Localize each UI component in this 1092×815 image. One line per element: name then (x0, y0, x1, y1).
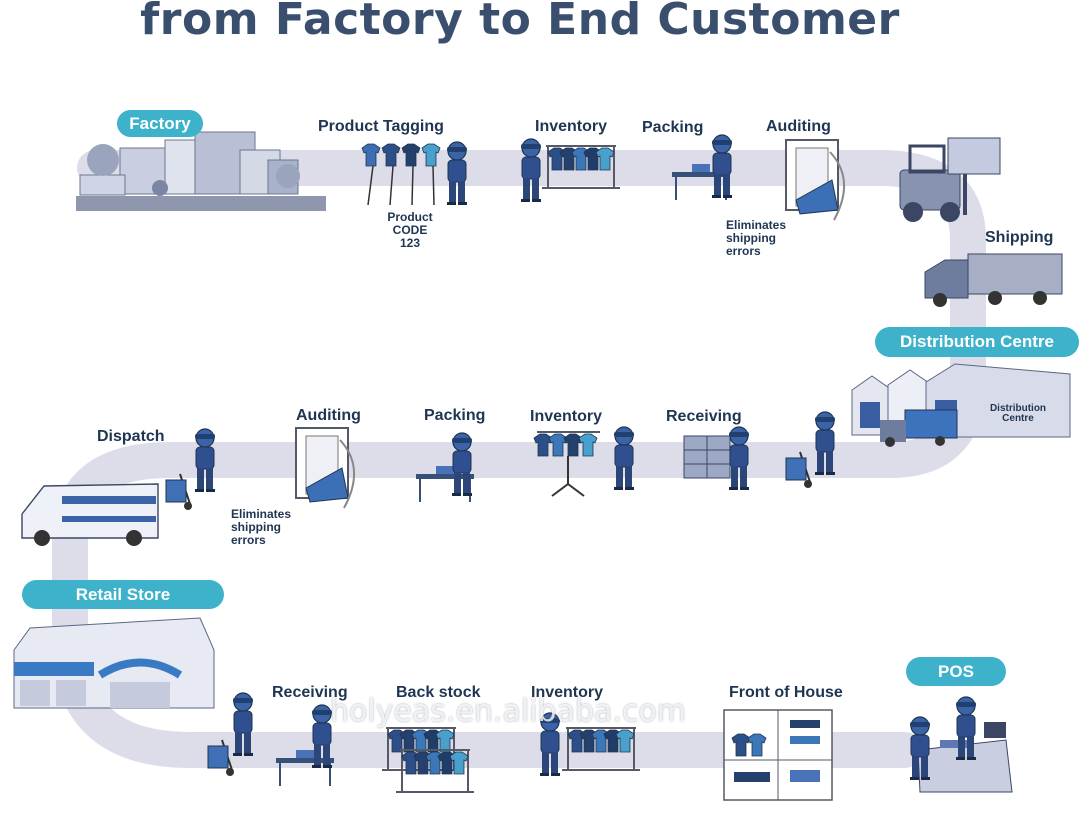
worker-figure (613, 426, 635, 491)
packing-label-2: Packing (424, 407, 486, 424)
receiving-label-2: Receiving (666, 408, 742, 425)
van-illustration (21, 483, 159, 546)
product-code-text: Product CODE 123 (387, 210, 433, 250)
retail-store-building (13, 617, 215, 709)
inventory-label-2: Inventory (530, 408, 603, 425)
worker-figure (711, 134, 733, 199)
forklift-illustration (899, 137, 1001, 222)
worker-figure (451, 432, 473, 497)
auditing-label-2: Auditing (296, 407, 361, 424)
eliminates-errors-note-2: Eliminates shipping errors (231, 507, 292, 547)
distribution-centre-pill: Distribution Centre (875, 327, 1079, 357)
retail-store-pill: Retail Store (22, 580, 224, 609)
dispatch-label: Dispatch (97, 428, 165, 445)
worker-figure (194, 428, 216, 493)
packing-label-1: Packing (642, 119, 704, 136)
receiving-label-3: Receiving (272, 684, 348, 701)
inventory-label-1: Inventory (535, 118, 608, 135)
truck-illustration (924, 253, 1063, 307)
front-of-house-label: Front of House (729, 684, 843, 701)
spinner-rack (533, 431, 600, 497)
shipping-label: Shipping (985, 229, 1054, 246)
hand-trolley (165, 473, 193, 511)
distribution-centre-building (851, 363, 1071, 447)
box-stack (683, 435, 731, 479)
worker-figure (446, 141, 468, 206)
factory-pill: Factory (117, 110, 203, 137)
pos-counter (917, 722, 1013, 793)
page-title: from Factory to End Customer (140, 0, 900, 45)
inventory-label-3: Inventory (531, 684, 604, 701)
product-tagging-label: Product Tagging (318, 118, 444, 135)
back-stock-label: Back stock (396, 684, 481, 701)
distribution-centre-sign: Distribution Centre (989, 403, 1047, 424)
watermark-text: holyeas.en.alibaba.com (330, 694, 686, 729)
worker-figure (728, 426, 750, 491)
pos-pill: POS (906, 657, 1006, 686)
factory-illustration (76, 131, 326, 211)
clothes-rack (396, 750, 474, 792)
auditing-label-1: Auditing (766, 118, 831, 135)
audit-doorway (295, 427, 356, 509)
audit-doorway (785, 139, 846, 221)
eliminates-errors-note-1: Eliminates shipping errors (726, 218, 787, 258)
tagged-shirts (361, 143, 441, 206)
front-of-house-display (723, 709, 833, 801)
worker-figure (520, 138, 542, 203)
